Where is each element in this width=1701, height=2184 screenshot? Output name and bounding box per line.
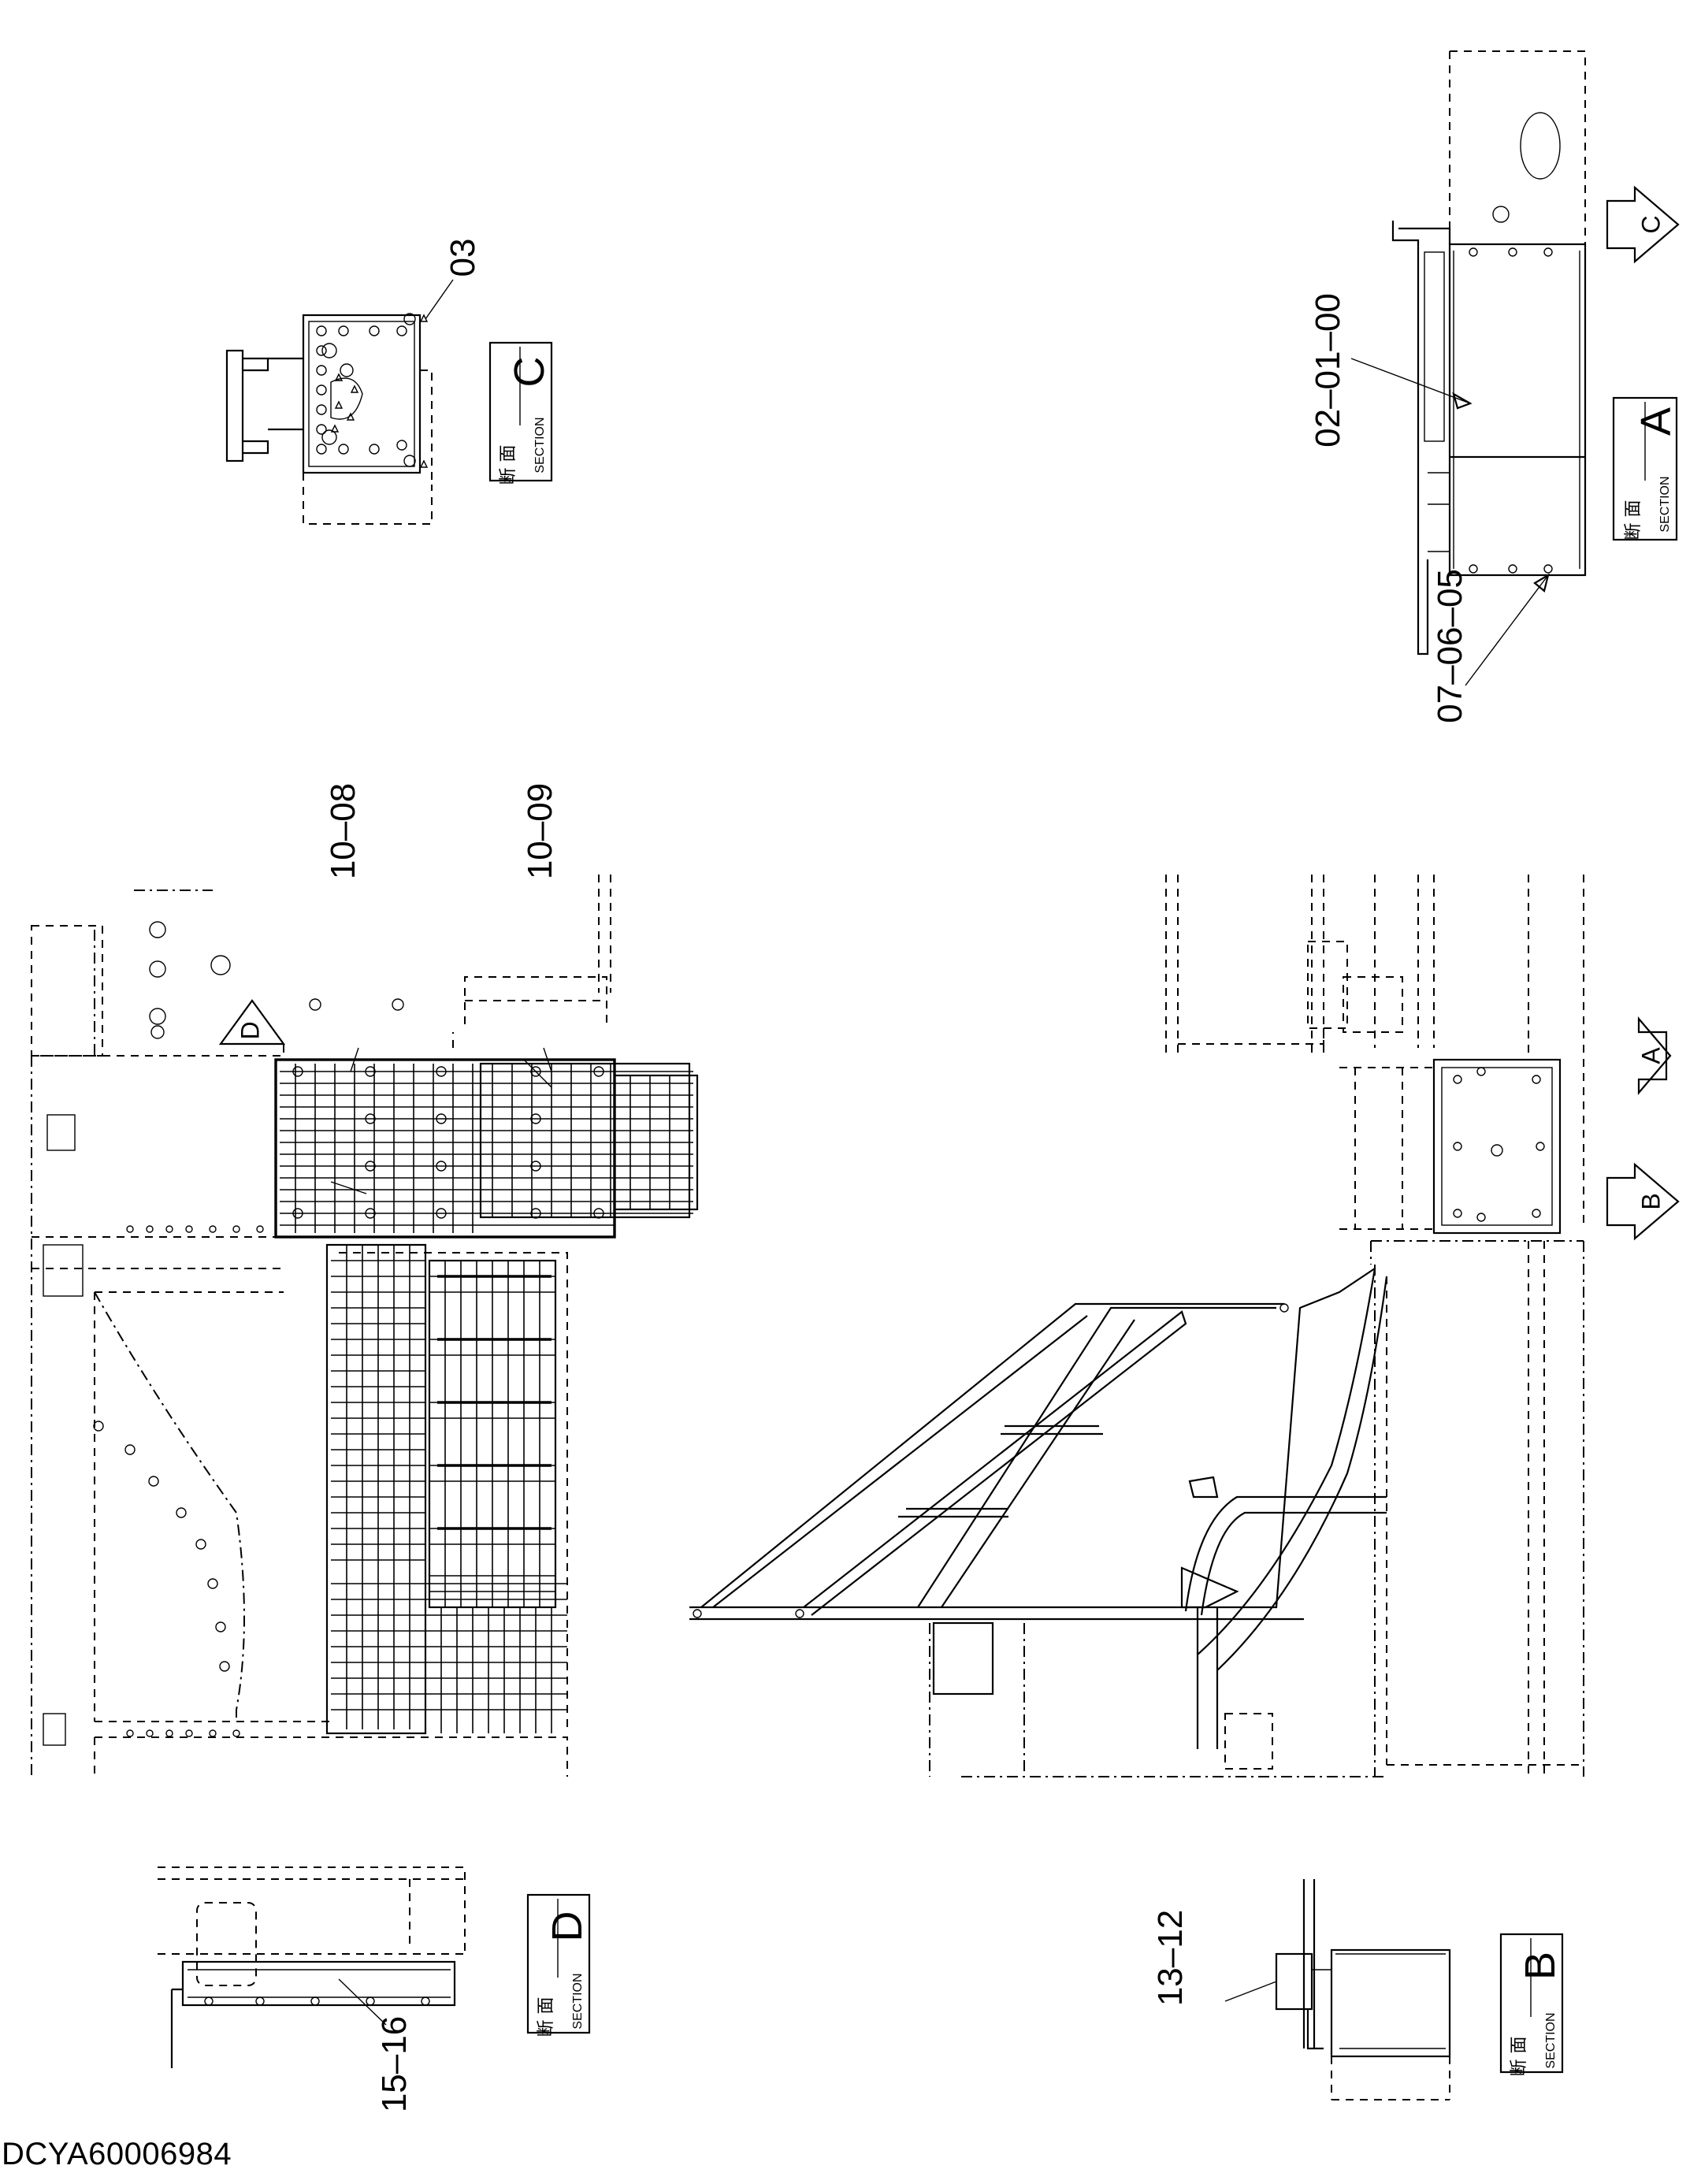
- section-c-label: C 断 面 SECTION: [488, 341, 553, 485]
- svg-text:断 面: 断 面: [537, 1997, 556, 2037]
- section-b-label: B 断 面 SECTION: [1499, 1933, 1564, 2077]
- callout-02-01-00: 02–01–00: [1309, 293, 1347, 448]
- grating-lower: [331, 1245, 567, 1733]
- svg-text:B: B: [1517, 1952, 1564, 1980]
- svg-text:C: C: [1636, 215, 1665, 233]
- svg-text:SECTION: SECTION: [533, 417, 547, 473]
- svg-text:D: D: [236, 1021, 264, 1039]
- callout-03: 03: [444, 239, 482, 277]
- section-d-detail: [158, 1866, 466, 2068]
- callout-15-16: 15–16: [375, 2016, 414, 2112]
- svg-text:SECTION: SECTION: [571, 1973, 585, 2029]
- section-a-label: A 断 面 SECTION: [1612, 396, 1680, 541]
- view-arrow-a: A: [1636, 1016, 1672, 1095]
- svg-text:C: C: [506, 357, 553, 388]
- svg-text:A: A: [1632, 407, 1680, 436]
- section-d-label: D 断 面 SECTION: [526, 1893, 591, 2037]
- grating-upper: [280, 1064, 693, 1233]
- callout-10-09: 10–09: [521, 783, 559, 879]
- view-arrow-c: C: [1606, 185, 1680, 264]
- svg-text:断 面: 断 面: [1624, 500, 1643, 540]
- svg-text:断 面: 断 面: [1510, 2037, 1529, 2077]
- callout-13-12: 13–12: [1151, 1910, 1190, 2006]
- svg-text:SECTION: SECTION: [1544, 2012, 1558, 2068]
- svg-text:SECTION: SECTION: [1658, 476, 1672, 532]
- section-b-detail: [1224, 1879, 1451, 2100]
- section-c-detail: [225, 279, 454, 525]
- view-arrow-b: B: [1606, 1162, 1680, 1241]
- svg-text:B: B: [1636, 1193, 1665, 1209]
- section-a-detail: [1350, 50, 1587, 686]
- callout-10-08: 10–08: [324, 783, 362, 879]
- svg-text:D: D: [544, 1911, 591, 1942]
- svg-text:断 面: 断 面: [499, 445, 518, 485]
- stair-elevation-view: [689, 875, 1584, 1777]
- callout-07-06-05: 07–06–05: [1431, 569, 1469, 723]
- document-id: DCYA60006984: [2, 2137, 232, 2171]
- svg-text:A: A: [1636, 1047, 1665, 1064]
- main-plan-view: [31, 875, 699, 1777]
- view-arrow-d: D: [218, 999, 286, 1046]
